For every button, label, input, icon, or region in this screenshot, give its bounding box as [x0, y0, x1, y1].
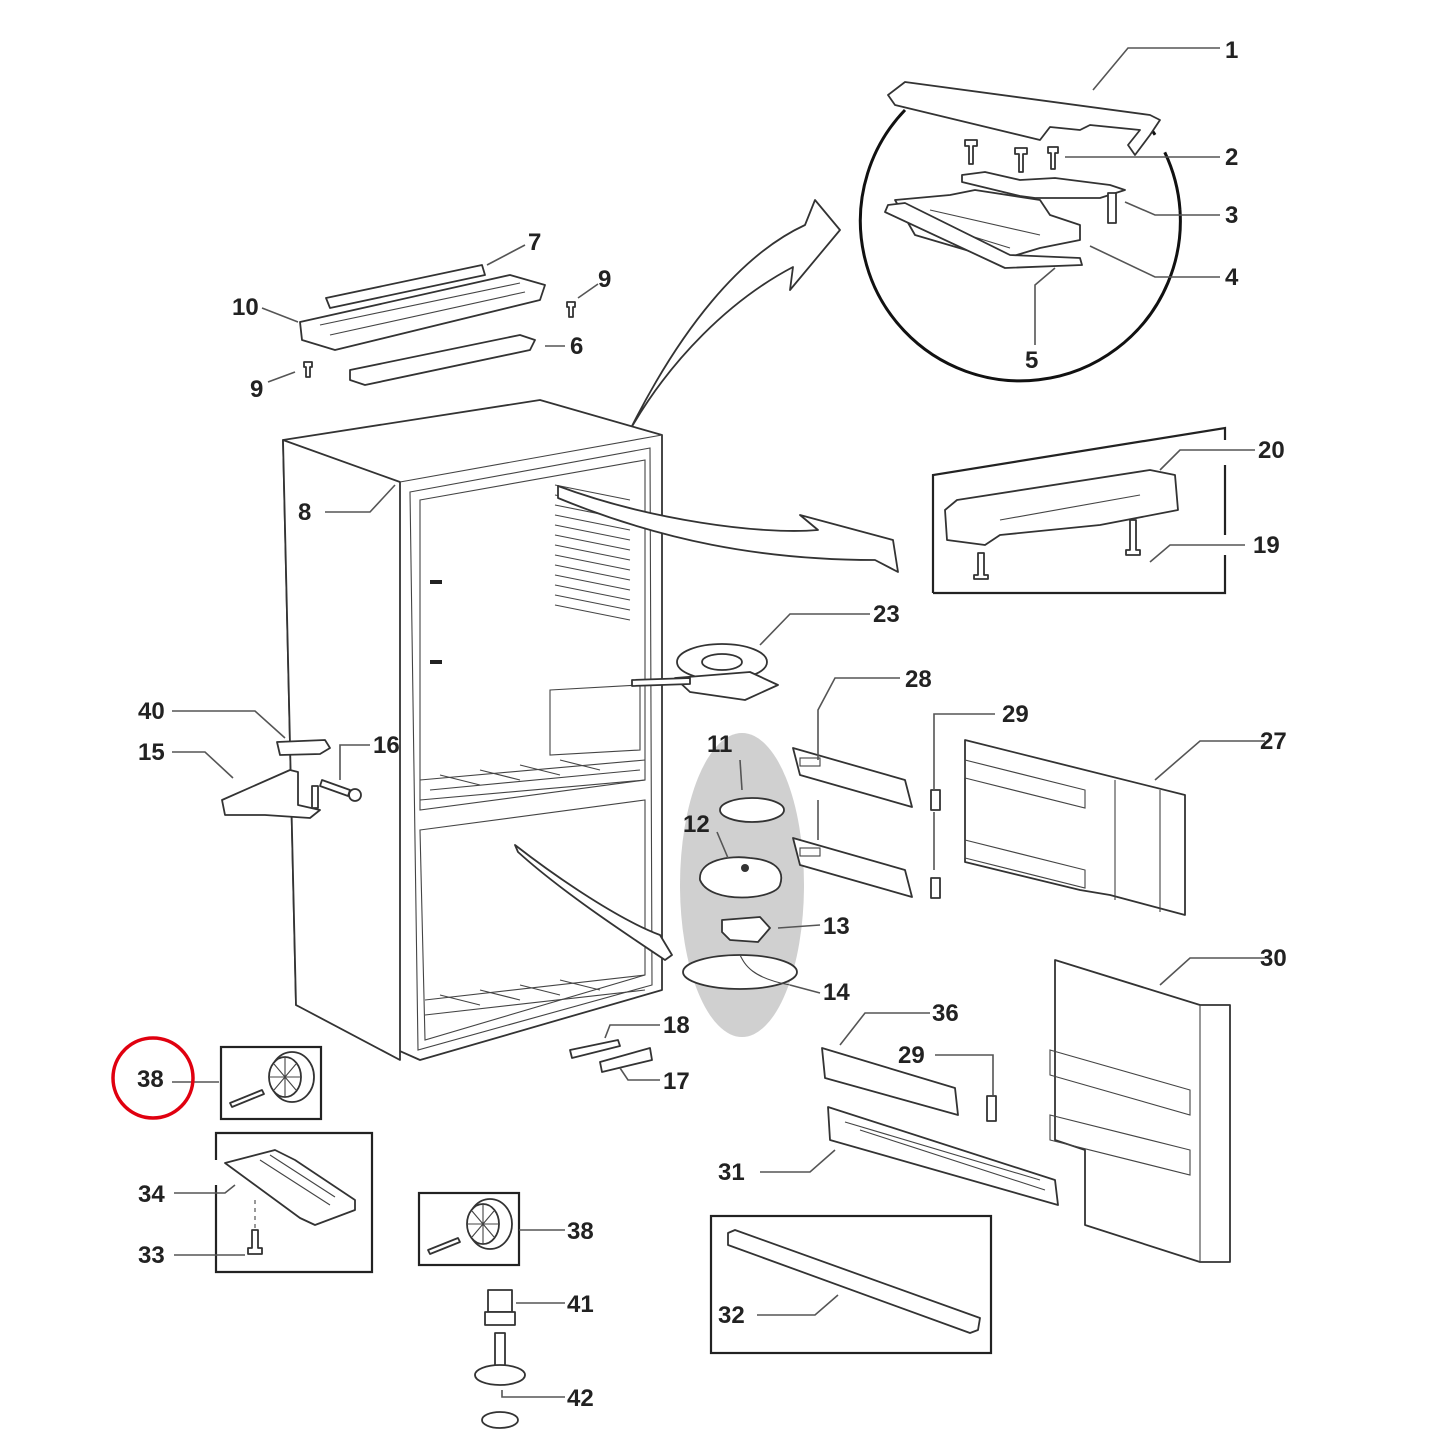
part-32-grille-strip[interactable]: [727, 1229, 981, 1334]
part-38-box-highlighted: 38: [111, 1036, 323, 1121]
part-12-fan-housing[interactable]: [699, 856, 783, 899]
callout-9-left: 9: [250, 376, 263, 403]
part-30-freezer-drawer-front[interactable]: [1049, 959, 1231, 1263]
top-trim-group: 7 10 6 9 9: [232, 229, 611, 403]
callout-41: 41: [567, 1291, 594, 1318]
part-38-axle-2[interactable]: [427, 1237, 461, 1255]
part-6-trim-cover[interactable]: [349, 334, 536, 386]
part-29-clip-lower[interactable]: [986, 1095, 997, 1122]
part-42-leveling-foot[interactable]: [474, 1332, 526, 1429]
callout-11: 11: [707, 731, 732, 758]
part-13-plate[interactable]: [721, 916, 771, 943]
part-9-screw-left[interactable]: [303, 361, 313, 378]
part-29-clips-upper[interactable]: [930, 789, 941, 899]
part-11-gasket[interactable]: [719, 797, 785, 823]
callout-4: 4: [1225, 264, 1239, 291]
lower-drawer-group: 36 29 31 30: [718, 945, 1287, 1263]
callout-31: 31: [718, 1159, 745, 1186]
fan-group-11-14: 11 12 13 14: [680, 731, 850, 1037]
callout-9-right: 9: [598, 266, 611, 293]
lower-hinge-group: 40 15 16: [138, 698, 400, 819]
callout-34: 34: [138, 1181, 165, 1208]
callout-6: 6: [570, 333, 583, 360]
part-32-box: 32: [709, 1214, 993, 1355]
callout-8: 8: [298, 499, 311, 526]
callout-40: 40: [138, 698, 165, 725]
strips-17-18: 18 17: [569, 1012, 690, 1095]
part-3-upper-hinge-bracket[interactable]: [961, 171, 1126, 224]
callout-2: 2: [1225, 144, 1238, 171]
detail-arrow-top: [629, 199, 841, 431]
highlight-circle: [111, 1036, 195, 1120]
leveler-group: 41 42: [474, 1289, 594, 1429]
part-38-wheel-2[interactable]: [466, 1198, 513, 1250]
callout-38-highlighted: 38: [137, 1066, 164, 1093]
part-15-lower-hinge[interactable]: [221, 769, 321, 819]
callout-5: 5: [1025, 347, 1038, 374]
part-8-cabinet[interactable]: 8: [282, 399, 663, 1061]
part-9-screw-right[interactable]: [566, 301, 576, 318]
part-17-strip[interactable]: [599, 1047, 653, 1073]
part-16-hinge-screw[interactable]: [319, 779, 362, 802]
part-7-trim-strip[interactable]: [325, 264, 486, 309]
callout-3: 3: [1225, 202, 1238, 229]
callout-38-second: 38: [567, 1218, 594, 1245]
callout-29-upper: 29: [1002, 701, 1029, 728]
callout-23: 23: [873, 601, 900, 628]
part-34-bracket[interactable]: [224, 1149, 356, 1226]
part-36-drawer-rail[interactable]: [821, 1047, 959, 1116]
detail-arrow-lower: [514, 844, 673, 961]
callout-12: 12: [683, 811, 710, 838]
drain-detail-box: 20 19: [931, 426, 1285, 595]
part-41-leveling-nut[interactable]: [484, 1289, 516, 1326]
part-14-ring[interactable]: [682, 954, 798, 990]
callout-7: 7: [528, 229, 541, 256]
callout-32: 32: [718, 1302, 745, 1329]
part-5-hinge-pin-arm[interactable]: [884, 202, 1083, 269]
callout-10: 10: [232, 294, 259, 321]
part-23-fan-motor[interactable]: [631, 643, 779, 701]
part-38-wheel[interactable]: [268, 1051, 315, 1103]
part-20-drain-trough[interactable]: [944, 469, 1179, 546]
callout-16: 16: [373, 732, 400, 759]
part-31-slide-rail[interactable]: [827, 1106, 1059, 1206]
callout-15: 15: [138, 739, 165, 766]
callout-18: 18: [663, 1012, 690, 1039]
callout-20: 20: [1258, 437, 1285, 464]
part-19-screw-right[interactable]: [1125, 519, 1141, 556]
callout-19: 19: [1253, 532, 1280, 559]
part-34-box: 34 33: [138, 1131, 374, 1274]
part-10-trim-frame[interactable]: [299, 274, 546, 351]
callout-42: 42: [567, 1385, 594, 1412]
part-19-screw-left[interactable]: [973, 552, 989, 580]
part-38-axle[interactable]: [229, 1089, 265, 1108]
callout-14: 14: [823, 979, 850, 1006]
detail-arrow-middle: [557, 485, 899, 573]
hinge-detail-circle: 1 2 3 4 5: [858, 37, 1239, 383]
callout-36: 36: [932, 1000, 959, 1027]
part-40-hinge-shim[interactable]: [276, 739, 331, 756]
part-2-hinge-screws[interactable]: [964, 139, 1059, 173]
callout-33: 33: [138, 1242, 165, 1269]
upper-rail-group: 28 29 27: [792, 666, 1287, 916]
callout-13: 13: [823, 913, 850, 940]
part-28-rails[interactable]: [792, 747, 913, 898]
callout-30: 30: [1260, 945, 1287, 972]
part-18-strip[interactable]: [569, 1039, 621, 1059]
callout-17: 17: [663, 1068, 690, 1095]
part-27-drawer-front[interactable]: [964, 739, 1186, 916]
part-38-box-second: 38: [417, 1191, 594, 1267]
callout-27: 27: [1260, 728, 1287, 755]
part-1-hinge-cover[interactable]: [887, 81, 1161, 156]
part-33-screw[interactable]: [247, 1229, 263, 1255]
callout-29-lower: 29: [898, 1042, 925, 1069]
callout-28: 28: [905, 666, 932, 693]
callout-1: 1: [1225, 37, 1238, 64]
